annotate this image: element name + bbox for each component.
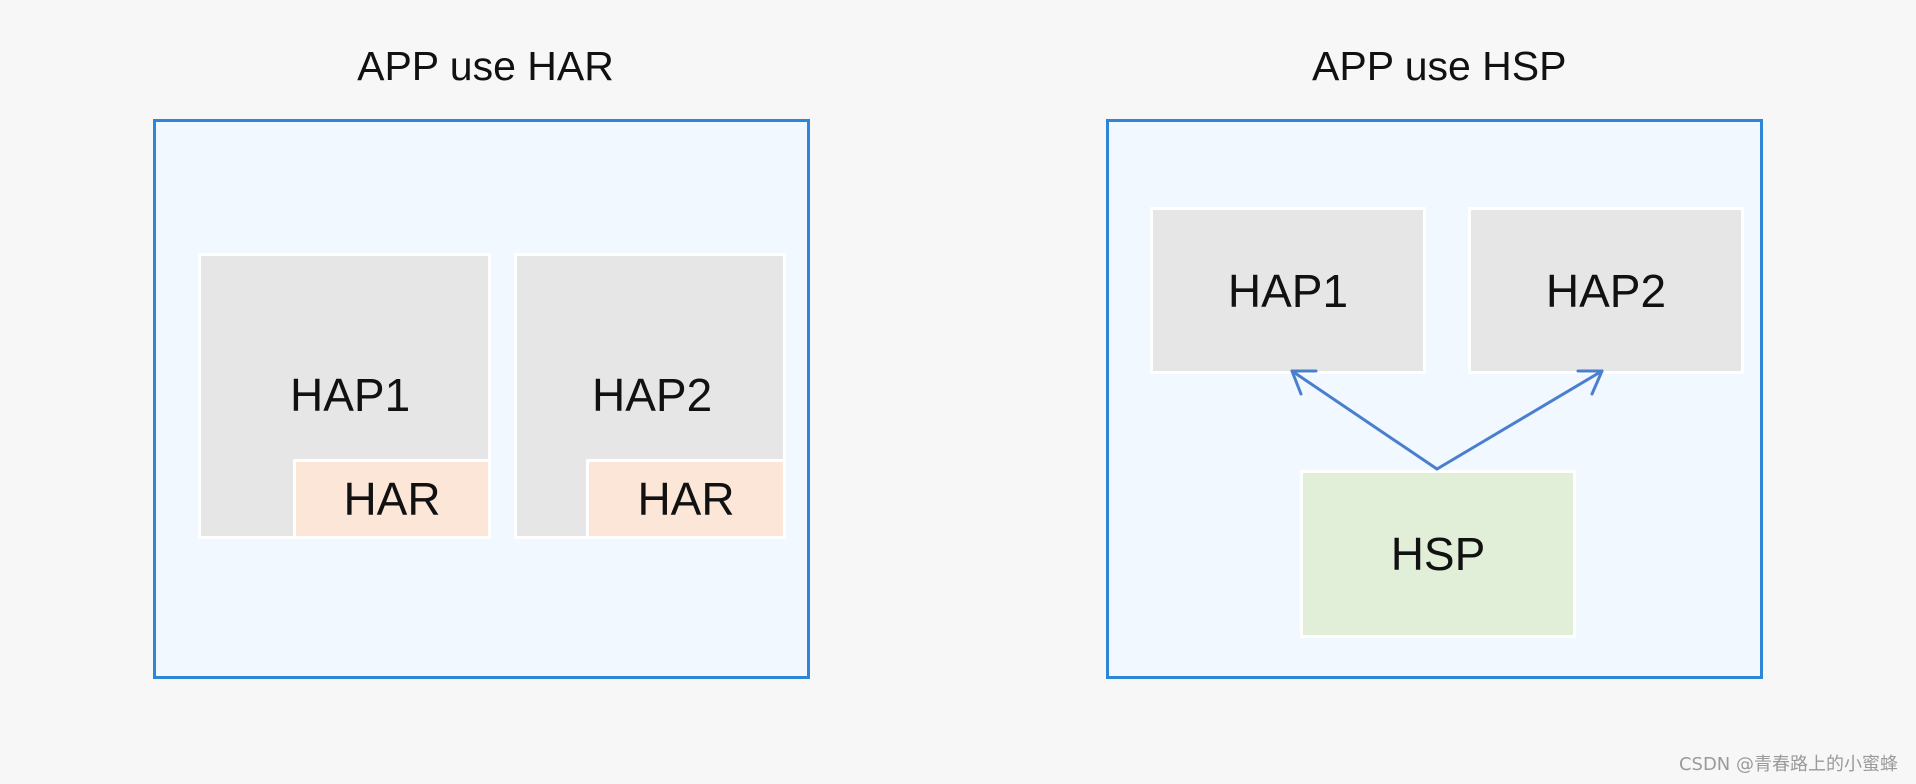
har-hap1-label: HAP1 <box>290 369 411 421</box>
hsp-shared-module: HSP <box>1300 470 1576 638</box>
hsp-label: HSP <box>1390 528 1486 580</box>
hsp-hap2-label: HAP2 <box>1545 264 1667 317</box>
hsp-app-container: HAP1 HAP2 HSP <box>1106 119 1763 679</box>
har-hap1-har-label: HAR <box>343 473 441 525</box>
har-app-container: HAP1 HAR HAP2 HAR <box>153 119 810 679</box>
left-panel-title: APP use HAR <box>357 43 614 89</box>
hsp-hap1-label: HAP1 <box>1227 264 1349 317</box>
hsp-hap1-module: HAP1 <box>1150 207 1426 374</box>
har-hap2-label: HAP2 <box>592 369 713 421</box>
hsp-hap2-module: HAP2 <box>1468 207 1744 374</box>
har-hap1-har-module: HAR <box>293 459 491 539</box>
har-hap2-har-label: HAR <box>637 473 735 525</box>
right-panel-title: APP use HSP <box>1312 43 1567 89</box>
har-hap2-har-module: HAR <box>586 459 786 539</box>
watermark: CSDN @青春路上的小蜜蜂 <box>1678 754 1898 775</box>
